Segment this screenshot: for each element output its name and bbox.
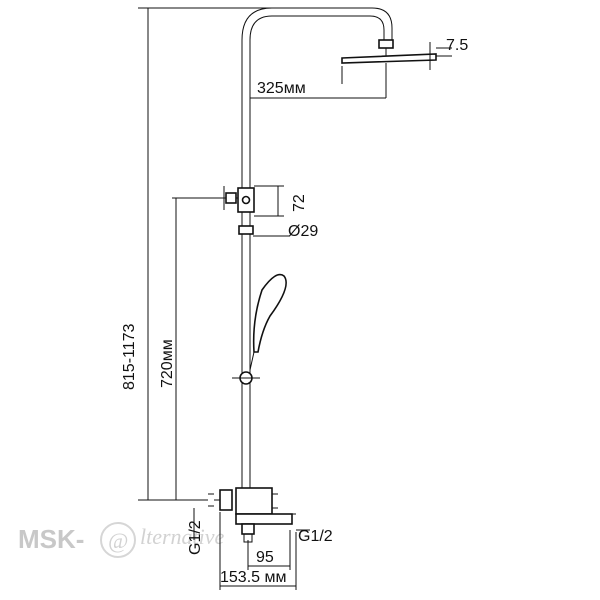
dim-head-thickness-label: 7.5 bbox=[446, 37, 468, 54]
dim-mixer-width-label: 153.5 мм bbox=[220, 569, 286, 586]
dim-outlet-thread-label: G1/2 bbox=[298, 528, 333, 545]
watermark-text: MSK- bbox=[18, 524, 84, 554]
dim-pipe-diameter-label: Ø29 bbox=[288, 223, 318, 240]
dim-overall-height-label: 815-1173 bbox=[121, 323, 138, 390]
riser-pipe bbox=[241, 7, 393, 490]
rain-shower-head bbox=[341, 39, 437, 98]
watermark: MSK- @ lternative bbox=[18, 522, 225, 558]
dimension-holder-spacing: 720мм bbox=[159, 197, 210, 500]
watermark-script: lternative bbox=[140, 524, 225, 549]
dim-spout-length-label: 95 bbox=[256, 549, 274, 566]
dimension-pipe-diameter: Ø29 bbox=[253, 223, 318, 240]
dimension-holder-height: 72 bbox=[254, 185, 308, 217]
dimension-head-diameter: 325мм bbox=[250, 66, 386, 99]
dim-inlet-thread-label: G1/2 bbox=[187, 520, 204, 555]
mixer-body bbox=[208, 487, 296, 543]
slider-holder bbox=[232, 371, 260, 385]
dim-holder-spacing-label: 720мм bbox=[159, 339, 176, 388]
dim-holder-height-label: 72 bbox=[291, 194, 308, 212]
hand-shower bbox=[249, 273, 287, 371]
dim-head-diameter-label: 325мм bbox=[257, 80, 306, 97]
dimension-head-thickness: 7.5 bbox=[429, 37, 468, 70]
upper-holder bbox=[210, 186, 255, 235]
dimension-mixer-width: 153.5 мм bbox=[219, 512, 297, 590]
dimension-overall-height: 815-1173 bbox=[121, 7, 272, 501]
dimension-outlet-thread: G1/2 bbox=[296, 528, 333, 545]
dimension-inlet-thread: G1/2 bbox=[187, 508, 204, 555]
dimension-spout-length: 95 bbox=[247, 530, 291, 570]
watermark-at-ring bbox=[100, 522, 136, 558]
watermark-at-symbol: @ bbox=[108, 528, 128, 553]
